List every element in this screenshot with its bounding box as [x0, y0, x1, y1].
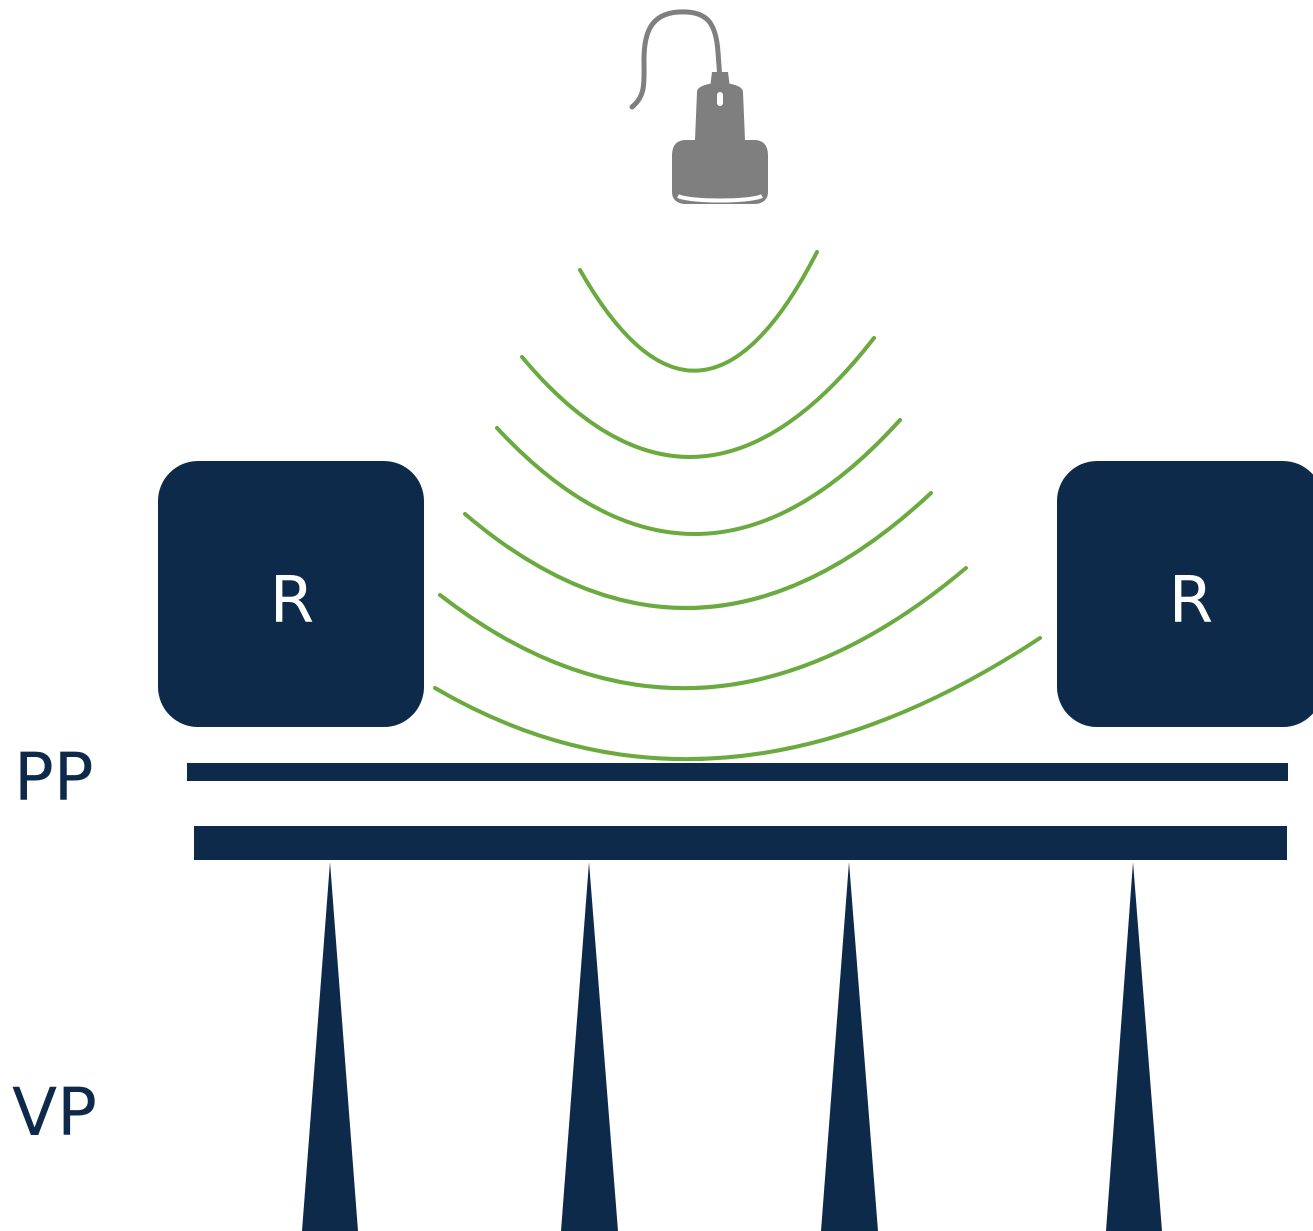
left-r-box: R — [158, 461, 424, 727]
wave-arc-5 — [438, 566, 968, 691]
wave-arc-4 — [463, 491, 933, 610]
ultrasound-waves — [438, 250, 968, 691]
vp-label: VP — [12, 1074, 97, 1151]
right-box-label: R — [1169, 564, 1213, 638]
probe-cable — [629, 9, 723, 110]
ultrasound-probe-icon — [629, 9, 768, 204]
left-box-label: R — [270, 564, 314, 638]
wave-arc-6 — [433, 636, 1042, 762]
wave-arc-1 — [578, 250, 819, 373]
wave-arc-3 — [495, 418, 902, 536]
probe-slot — [717, 92, 723, 106]
spike-2 — [561, 862, 618, 1231]
probe-face — [677, 194, 763, 203]
right-r-box: R — [1057, 461, 1313, 727]
spike-3 — [821, 862, 878, 1231]
right-box-shape — [1057, 461, 1313, 727]
left-box-shape — [158, 461, 424, 727]
probe-head — [672, 140, 768, 204]
pp-bar — [187, 763, 1288, 781]
probe-handle — [695, 83, 745, 140]
vp-plate — [194, 826, 1287, 860]
wave-arc-2 — [520, 336, 876, 459]
spike-1 — [302, 862, 358, 1231]
spike-4 — [1106, 862, 1162, 1231]
vp-spikes — [302, 862, 1162, 1231]
pp-label: PP — [14, 739, 94, 816]
